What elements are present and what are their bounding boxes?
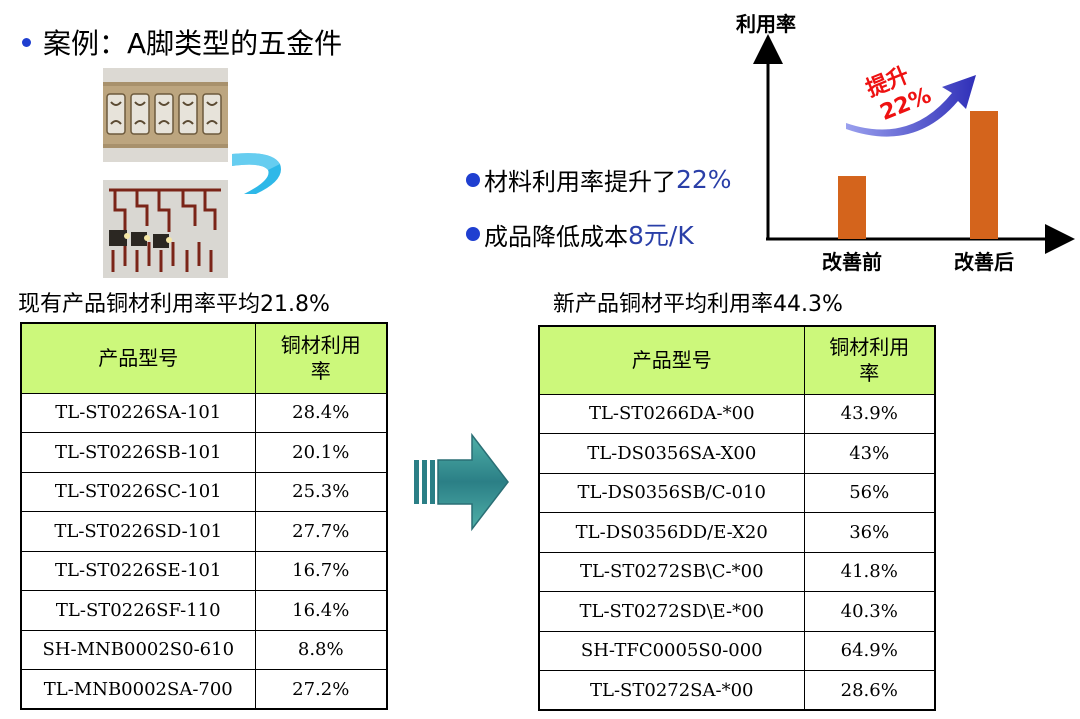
utilization-cell: 16.4% — [254, 590, 388, 631]
product-model-cell: TL-ST0226SC-101 — [20, 471, 256, 512]
utilization-cell: 20.1% — [254, 432, 388, 473]
bullet-highlight: 8元/K — [628, 221, 694, 250]
bullet-dot-icon — [22, 37, 31, 47]
utilization-cell: 8.8% — [254, 629, 388, 670]
utilization-cell: 41.8% — [803, 551, 936, 592]
header-utilization-text: 铜材利用率 — [829, 335, 910, 386]
utilization-cell: 56% — [803, 472, 936, 513]
bullet-cost-reduction: 成品降低成本 8元/K — [466, 216, 694, 252]
product-model-cell: TL-ST0266DA-*00 — [538, 393, 805, 434]
chart-bar — [838, 176, 866, 239]
product-model-cell: TL-ST0226SF-110 — [20, 590, 256, 631]
bullet-text: 成品降低成本 — [484, 222, 628, 251]
utilization-chart: 利用率 改善前改善后 提升 22% — [736, 12, 1075, 274]
case-title: 案例：A脚类型的五金件 — [22, 22, 342, 62]
product-model-cell: TL-DS0356SA-X00 — [538, 433, 805, 474]
transition-swoosh-icon — [232, 153, 281, 194]
chart-ylabel: 利用率 — [736, 12, 796, 36]
header-utilization: 铜材利用率 — [803, 325, 936, 395]
utilization-cell: 40.3% — [803, 591, 936, 632]
header-utilization: 铜材利用率 — [254, 322, 388, 394]
utilization-cell: 43% — [803, 433, 936, 474]
product-model-cell: SH-MNB0002S0-610 — [20, 629, 256, 670]
utilization-cell: 43.9% — [803, 393, 936, 434]
product-model-cell: TL-MNB0002SA-700 — [20, 669, 256, 710]
improvement-arrow-icon — [846, 75, 976, 137]
product-model-cell: SH-TFC0005S0-000 — [538, 630, 805, 671]
chart-bar — [970, 111, 998, 239]
utilization-cell: 16.7% — [254, 550, 388, 591]
product-model-cell: TL-DS0356SB/C-010 — [538, 472, 805, 513]
hardware-photo-before — [103, 68, 228, 162]
right-arrow-icon — [414, 433, 509, 532]
product-model-cell: TL-ST0272SB\C-*00 — [538, 551, 805, 592]
utilization-cell: 64.9% — [803, 630, 936, 671]
hardware-photo-after — [103, 180, 228, 278]
utilization-cell: 36% — [803, 512, 936, 553]
utilization-cell: 28.4% — [254, 392, 388, 433]
bullet-highlight: 22% — [676, 165, 732, 194]
product-model-cell: TL-ST0272SD\E-*00 — [538, 591, 805, 632]
right-table-caption: 新产品铜材平均利用率44.3% — [553, 292, 843, 317]
chart-category-label: 改善后 — [954, 250, 1014, 274]
utilization-cell: 28.6% — [803, 670, 936, 711]
left-table-caption: 现有产品铜材利用率平均21.8% — [18, 292, 330, 317]
bullet-text: 材料利用率提升了 — [484, 168, 676, 196]
case-title-text: 案例：A脚类型的五金件 — [43, 27, 343, 60]
utilization-cell: 27.2% — [254, 669, 388, 710]
product-model-cell: TL-ST0226SA-101 — [20, 392, 256, 433]
bullet-utilization-gain: 材料利用率提升了 22% — [466, 162, 732, 197]
product-model-cell: TL-ST0272SA-*00 — [538, 670, 805, 711]
product-model-cell: TL-ST0226SB-101 — [20, 432, 256, 473]
table-header-row: 产品型号 铜材利用率 — [20, 322, 388, 394]
utilization-cell: 27.7% — [254, 511, 388, 552]
bullet-dot-icon — [466, 172, 480, 187]
header-utilization-text: 铜材利用率 — [280, 333, 361, 384]
bullet-dot-icon — [466, 227, 480, 241]
utilization-cell: 25.3% — [254, 471, 388, 512]
product-model-cell: TL-DS0356DD/E-X20 — [538, 512, 805, 553]
product-model-cell: TL-ST0226SE-101 — [20, 550, 256, 591]
header-model: 产品型号 — [538, 325, 805, 395]
table-header-row: 产品型号 铜材利用率 — [538, 325, 936, 395]
product-model-cell: TL-ST0226SD-101 — [20, 511, 256, 552]
chart-category-label: 改善前 — [822, 250, 882, 274]
header-model: 产品型号 — [20, 322, 256, 394]
